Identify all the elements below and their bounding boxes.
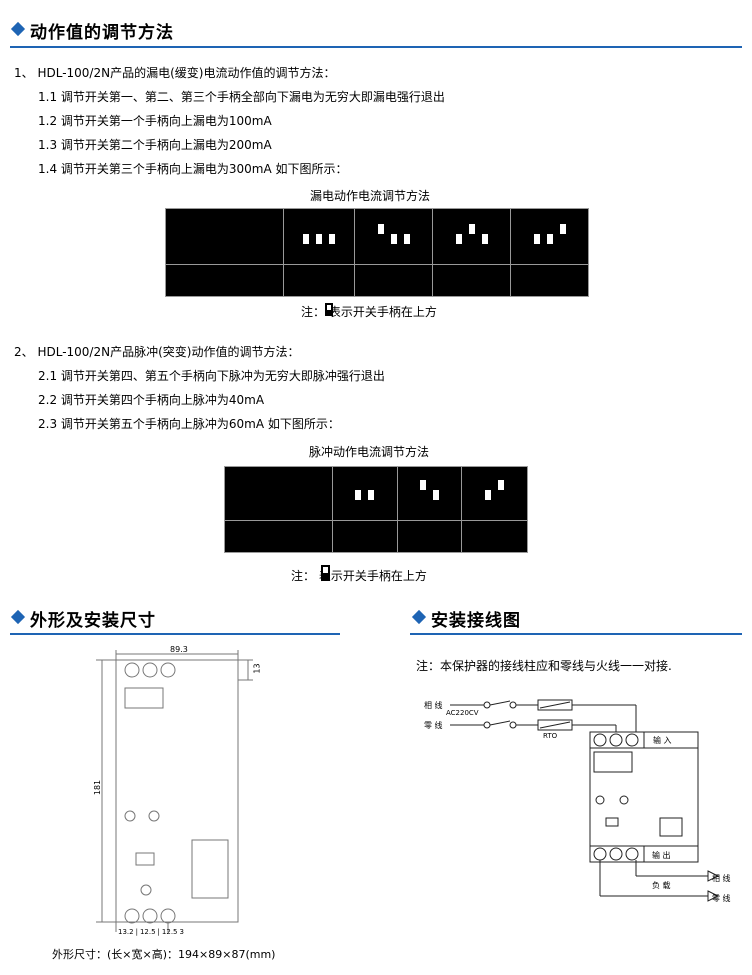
part1-note: 注： 表示开关手柄在上方 bbox=[301, 305, 437, 319]
dip-switch-icon bbox=[453, 222, 490, 246]
value-cell: 漏 电 退 出 bbox=[282, 264, 356, 297]
value-cell: 40mA bbox=[397, 520, 463, 553]
section-title-wiring: 安装接线图 bbox=[431, 611, 521, 631]
phase-in-label: 相 线 bbox=[424, 701, 443, 710]
neutral-out-label: 零 线 bbox=[712, 894, 731, 903]
wiring-diagram bbox=[450, 699, 720, 902]
dip-switch-icon bbox=[353, 478, 377, 502]
part1-line-1: 1.1 调节开关第一、第二、第三个手柄全部向下漏电为无穷大即漏电强行退出 bbox=[38, 90, 445, 104]
part1-heading: 1、 HDL-100/2N产品的漏电(缓变)电流动作值的调节方法： bbox=[14, 66, 336, 80]
section-divider bbox=[410, 633, 742, 635]
part2-line-1: 2.1 调节开关第四、第五个手柄向下脉冲为无穷大即脉冲强行退出 bbox=[38, 369, 385, 383]
part1-line-2: 1.2 调节开关第一个手柄向上漏电为100mA bbox=[38, 114, 272, 128]
input-label: 输 入 bbox=[653, 736, 672, 745]
height-dimension: 181 bbox=[93, 779, 103, 796]
value-cell: 100mA bbox=[354, 264, 434, 297]
value-cell: 200mA bbox=[432, 264, 512, 297]
part1-table-caption: 漏电动作电流调节方法 bbox=[310, 189, 431, 203]
part2-line-3: 2.3 调节开关第五个手柄向上脉冲为60mA 如下图所示： bbox=[38, 417, 340, 431]
section-divider bbox=[10, 633, 340, 635]
row-label-position: 开 关 位 置 bbox=[165, 208, 284, 265]
dip-switch-icon bbox=[418, 478, 442, 502]
part1-line-4: 1.4 调节开关第三个手柄向上漏电为300mA 如下图所示： bbox=[38, 162, 348, 176]
leakage-setting-table: 开 关 位 置 ON 123 ON 123 ON bbox=[165, 208, 589, 297]
row-label-position: 开 关 位 置 bbox=[224, 466, 333, 521]
width-dimension: 89.3 bbox=[170, 645, 188, 654]
neutral-in-label: 零 线 bbox=[424, 721, 443, 730]
rto-label: RTO bbox=[543, 732, 558, 740]
part2-heading: 2、 HDL-100/2N产品脉冲(突变)动作值的调节方法： bbox=[14, 345, 300, 359]
value-cell: 60mA bbox=[461, 520, 528, 553]
switch-cell-off: ON 123 bbox=[282, 208, 356, 265]
section-title-outline: 外形及安装尺寸 bbox=[30, 611, 156, 631]
value-cell: 300mA bbox=[510, 264, 589, 297]
section-divider bbox=[10, 46, 742, 48]
row-label-value: 动作值 bbox=[224, 520, 333, 553]
section-marker-icon bbox=[411, 609, 427, 625]
dip-switch-icon bbox=[301, 222, 337, 246]
load-label: 负 载 bbox=[652, 881, 671, 890]
outline-size-text: 外形尺寸：(长×宽×高)：194×89×87(mm) bbox=[52, 948, 276, 961]
top-dimension: 13 bbox=[252, 663, 262, 674]
part2-note: 注： 表示开关手柄在上方 bbox=[291, 569, 427, 583]
section-marker-icon bbox=[10, 21, 26, 37]
switch-legend-icon bbox=[325, 303, 333, 316]
value-cell: 脉冲退出 bbox=[331, 520, 399, 553]
switch-legend-icon bbox=[321, 565, 330, 581]
wiring-note: 注：本保护器的接线柱应和零线与火线一一对接. bbox=[416, 659, 672, 673]
dip-switch-icon bbox=[483, 478, 507, 502]
row-label-value: 动作值 bbox=[165, 264, 284, 297]
output-label: 输 出 bbox=[652, 851, 671, 860]
outline-drawing bbox=[96, 650, 253, 932]
section-marker-icon bbox=[10, 609, 26, 625]
dip-switch-icon bbox=[531, 222, 568, 246]
dip-switch-icon bbox=[375, 222, 412, 246]
part2-line-2: 2.2 调节开关第四个手柄向上脉冲为40mA bbox=[38, 393, 265, 407]
part1-line-3: 1.3 调节开关第二个手柄向上漏电为200mA bbox=[38, 138, 272, 152]
phase-out-label: 相 线 bbox=[712, 874, 731, 883]
section-title-adjust: 动作值的调节方法 bbox=[30, 23, 174, 43]
supply-label: AC220CV bbox=[446, 709, 479, 717]
part2-table-caption: 脉冲动作电流调节方法 bbox=[309, 445, 430, 459]
